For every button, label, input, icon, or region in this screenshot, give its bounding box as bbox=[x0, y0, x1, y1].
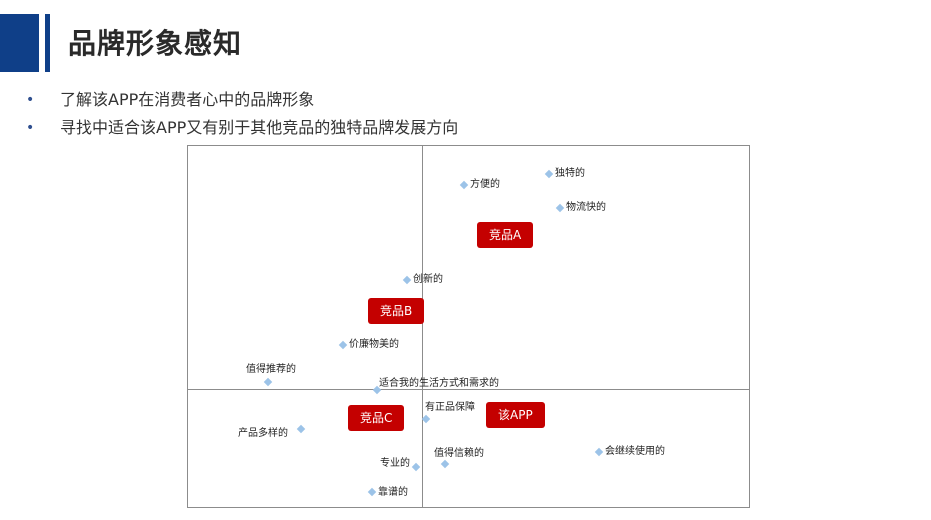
attribute-label: 物流快的 bbox=[566, 202, 606, 213]
attribute-label: 值得推荐的 bbox=[246, 364, 296, 375]
brand-tag-this-app: 该APP bbox=[486, 402, 545, 428]
attribute-marker-icon bbox=[594, 447, 604, 457]
attribute-marker-icon bbox=[459, 180, 469, 190]
bullet-text: 了解该APP在消费者心中的品牌形象 bbox=[60, 90, 315, 109]
attribute-marker-icon bbox=[296, 424, 306, 434]
attribute-label: 值得信赖的 bbox=[434, 448, 484, 459]
bullet-item: • 寻找中适合该APP又有别于其他竞品的独特品牌发展方向 bbox=[22, 114, 458, 142]
title-accent-line bbox=[45, 14, 50, 72]
attribute-marker-icon bbox=[263, 377, 273, 387]
bullet-item: • 了解该APP在消费者心中的品牌形象 bbox=[22, 86, 458, 114]
attribute-label: 靠谱的 bbox=[378, 487, 408, 498]
perception-map: 方便的 独特的 物流快的 创新的 价廉物美的 值得推荐的 适合我的生活方式和需求… bbox=[187, 145, 750, 508]
attribute-marker-icon bbox=[440, 459, 450, 469]
attribute-label: 会继续使用的 bbox=[605, 446, 665, 457]
bullet-dot-icon: • bbox=[26, 92, 35, 108]
attribute-label: 适合我的生活方式和需求的 bbox=[379, 378, 499, 389]
brand-tag-competitor-a: 竞品A bbox=[477, 222, 534, 248]
attribute-label: 方便的 bbox=[470, 179, 500, 190]
brand-tag-competitor-b: 竞品B bbox=[368, 298, 425, 324]
attribute-marker-icon bbox=[411, 462, 421, 472]
attribute-marker-icon bbox=[338, 340, 348, 350]
attribute-label: 有正品保障 bbox=[425, 402, 475, 413]
attribute-label: 专业的 bbox=[380, 458, 410, 469]
bullet-text: 寻找中适合该APP又有别于其他竞品的独特品牌发展方向 bbox=[60, 118, 459, 137]
attribute-marker-icon bbox=[402, 275, 412, 285]
attribute-marker-icon bbox=[544, 169, 554, 179]
attribute-marker-icon bbox=[555, 203, 565, 213]
attribute-label: 独特的 bbox=[555, 168, 585, 179]
bullet-dot-icon: • bbox=[26, 120, 35, 136]
attribute-marker-icon bbox=[367, 487, 377, 497]
horizontal-axis bbox=[188, 389, 749, 390]
attribute-label: 创新的 bbox=[413, 274, 443, 285]
brand-tag-competitor-c: 竞品C bbox=[348, 405, 405, 431]
attribute-label: 价廉物美的 bbox=[349, 339, 399, 350]
attribute-marker-icon bbox=[421, 414, 431, 424]
page-title: 品牌形象感知 bbox=[68, 27, 243, 60]
bullet-list: • 了解该APP在消费者心中的品牌形象 • 寻找中适合该APP又有别于其他竞品的… bbox=[22, 86, 458, 142]
attribute-label: 产品多样的 bbox=[238, 428, 288, 439]
title-accent-block bbox=[0, 14, 39, 72]
vertical-axis bbox=[422, 146, 423, 507]
